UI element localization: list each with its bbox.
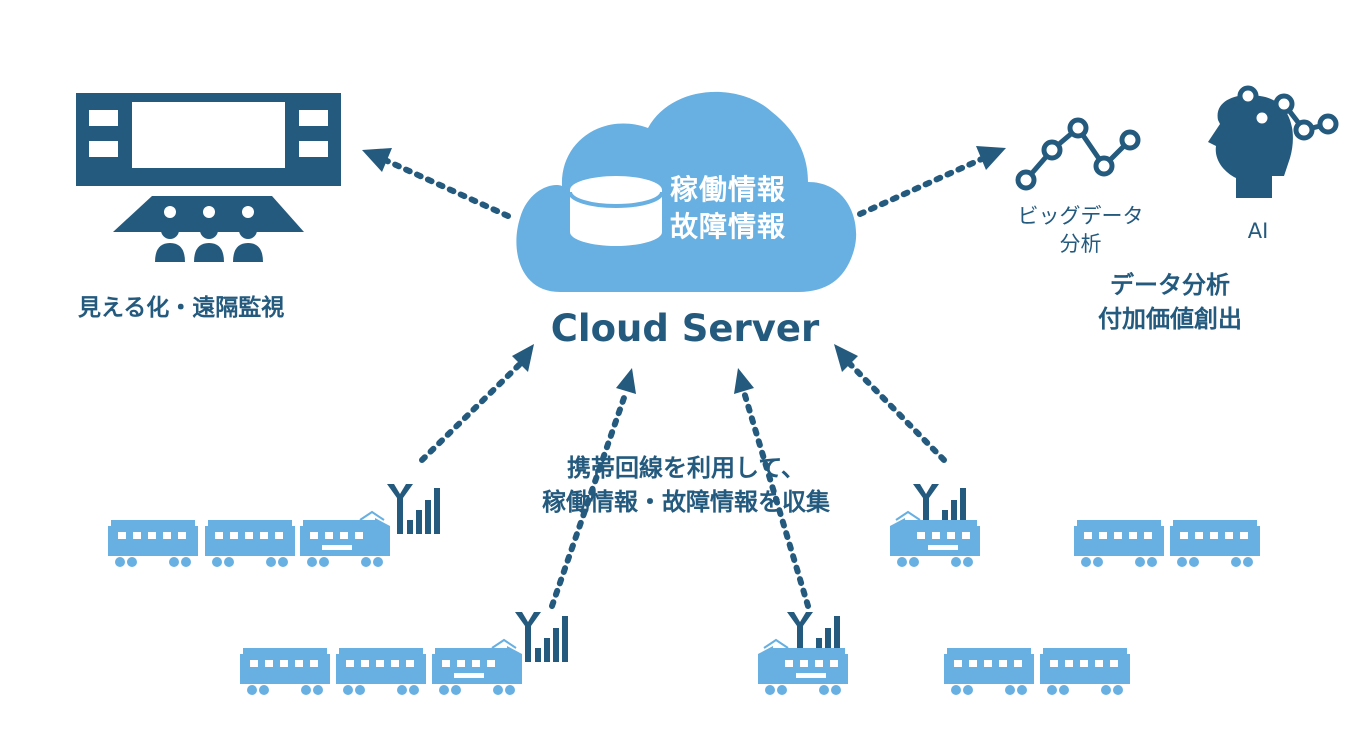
bigdata-line1: ビッグデータ (1017, 204, 1144, 228)
train-icon (108, 511, 391, 568)
arrow-from-train-4 (834, 344, 947, 463)
bigdata-line2: 分析 (1059, 232, 1102, 256)
cloud-server-title: Cloud Server (550, 307, 820, 350)
train-icon (757, 639, 1130, 696)
analysis-caption: データ分析 付加価値創出 (1050, 268, 1290, 336)
arrow-from-train-3 (734, 368, 811, 609)
arrow-from-train-1 (419, 344, 534, 463)
ai-head-icon (1208, 85, 1339, 198)
antenna-icon (515, 612, 568, 662)
analysis-line2: 付加価値創出 (1098, 305, 1242, 333)
ai-caption: AI (1247, 219, 1269, 243)
train-icon (889, 511, 1260, 568)
train-icon (240, 639, 523, 696)
collection-line1: 携帯回線を利用して、 (566, 454, 806, 482)
arrow-to-monitor (362, 148, 511, 219)
cloud-info-line2: 故障情報 (670, 210, 787, 243)
analysis-line1: データ分析 (1110, 271, 1230, 299)
antenna-icon (387, 484, 440, 534)
cloud-info-line1: 稼働情報 (670, 173, 787, 206)
cloud-info-label: 稼働情報 故障情報 (670, 171, 786, 245)
line-chart-icon (1015, 117, 1141, 191)
arrow-from-train-2 (549, 368, 636, 609)
operators-bodies (155, 221, 263, 262)
monitor-caption: 見える化・遠隔監視 (78, 295, 285, 321)
bigdata-caption: ビッグデータ 分析 (998, 202, 1163, 258)
database-icon (568, 176, 664, 246)
collection-line2: 稼働情報・故障情報を収集 (542, 488, 830, 516)
operators-icon (164, 206, 254, 218)
arrow-to-analysis (857, 146, 1006, 217)
collection-caption: 携帯回線を利用して、 稼働情報・故障情報を収集 (486, 451, 886, 519)
